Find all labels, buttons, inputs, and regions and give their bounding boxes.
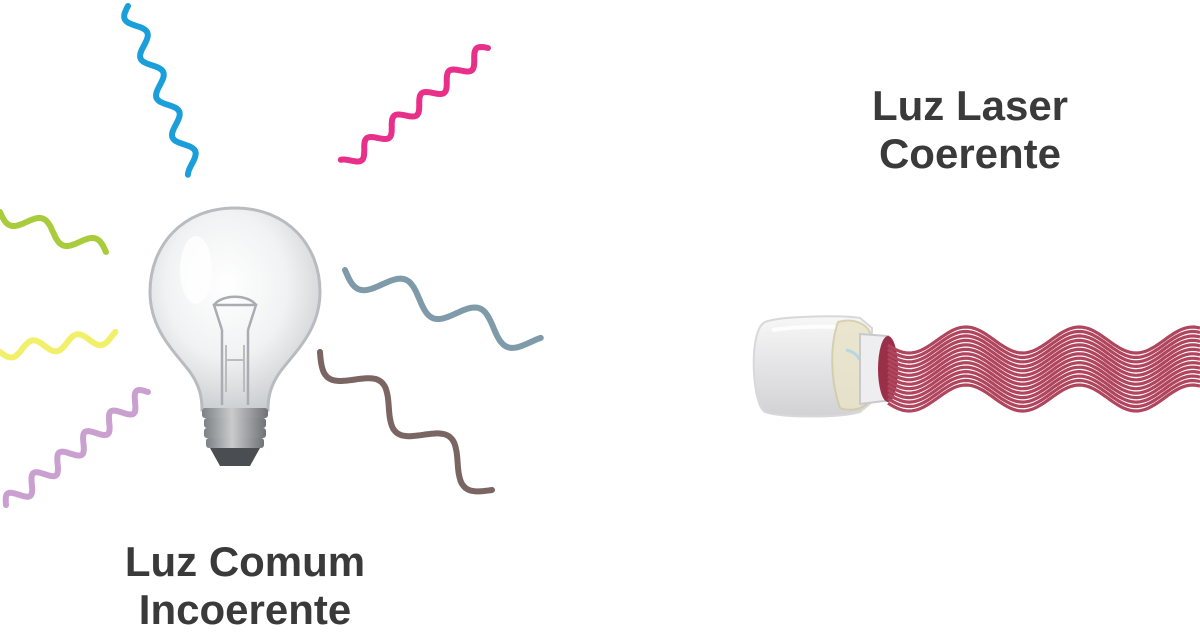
common-light-label-line2: Incoerente bbox=[138, 586, 352, 634]
laser-beam-wave bbox=[887, 361, 1200, 391]
wave-yellow bbox=[0, 328, 119, 361]
laser-beam-wave bbox=[887, 325, 1200, 355]
laser-beam-wave bbox=[887, 347, 1200, 377]
laser-emitter-icon bbox=[752, 315, 898, 418]
wave-blue bbox=[121, 3, 199, 178]
laser-beam-wave bbox=[887, 374, 1200, 404]
incoherent-waves bbox=[0, 3, 544, 508]
wave-brown bbox=[317, 349, 495, 495]
common-light-label: Luz Comum Incoerente bbox=[60, 538, 430, 635]
wave-lilac bbox=[2, 387, 151, 508]
laser-light-label-line1: Luz Laser bbox=[871, 82, 1069, 129]
laser-beam-wave bbox=[887, 365, 1200, 395]
laser-beam-wave bbox=[887, 352, 1200, 382]
laser-beam-wave bbox=[887, 356, 1200, 386]
laser-beam-wave bbox=[887, 369, 1200, 400]
laser-beam-wave bbox=[887, 378, 1200, 409]
laser-beam-wave bbox=[887, 383, 1200, 413]
laser-beam-coherent-waves bbox=[887, 325, 1200, 413]
laser-beam-wave bbox=[887, 329, 1200, 360]
laser-beam-wave bbox=[887, 343, 1200, 373]
wave-slate bbox=[342, 267, 544, 351]
laser-light-label: Luz Laser Coerente bbox=[780, 82, 1160, 179]
common-light-label-line1: Luz Comum bbox=[124, 538, 366, 585]
wave-magenta bbox=[337, 44, 491, 165]
laser-beam-wave bbox=[887, 334, 1200, 364]
wave-lime bbox=[0, 209, 109, 255]
laser-beam-wave bbox=[887, 338, 1200, 369]
light-bulb-icon bbox=[148, 206, 322, 466]
laser-light-label-line2: Coerente bbox=[878, 130, 1062, 178]
